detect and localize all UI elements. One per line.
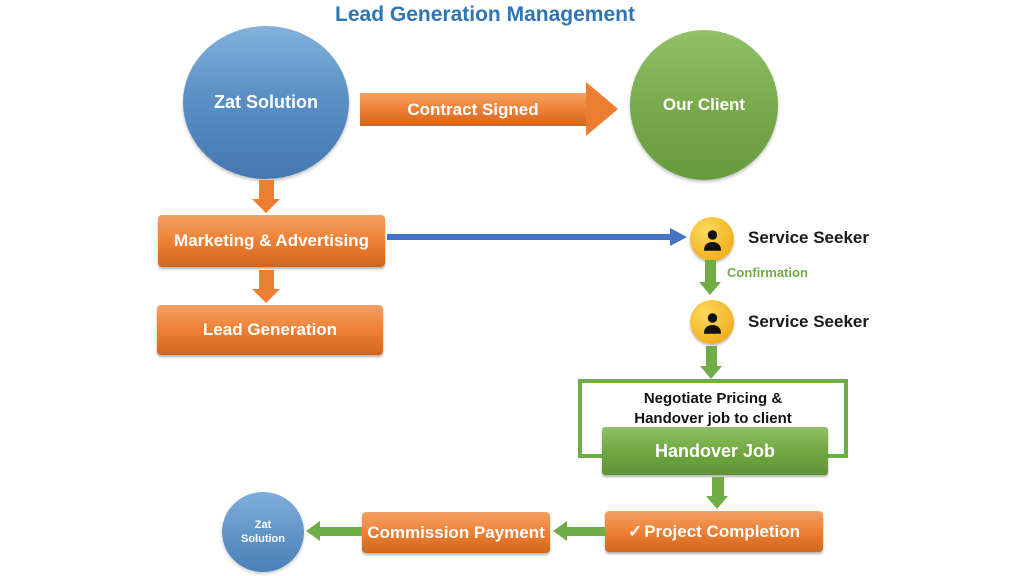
zat-solution-small-label: Zat Solution [241,518,285,547]
contract-signed-arrow: Contract Signed [360,82,618,137]
our-client-label: Our Client [662,95,746,114]
lead-generation-label: Lead Generation [202,320,338,339]
zat-solution-node: Zat Solution [183,26,349,179]
arrow-zat-to-marketing-shaft [259,180,274,200]
page-title: Lead Generation Management [335,3,635,26]
arrow-confirmation-shaft [705,260,716,283]
zat-small-line-1: Zat [254,518,272,531]
arrow-commission-to-zat-head-icon [306,521,320,541]
arrow-marketing-to-leadgen-head-icon [252,289,280,303]
service-seeker-1-label: Service Seeker [748,228,869,247]
service-seeker-2-avatar [690,300,734,344]
our-client-node: Our Client [630,30,778,180]
arrow-handover-to-project-shaft [712,477,724,497]
arrow-handover-to-project-head-icon [706,496,728,509]
commission-payment-label: Commission Payment [367,522,545,542]
project-completion-node: ✓ Project Completion [605,511,823,552]
negotiate-line-1: Negotiate Pricing & [643,390,783,407]
zat-solution-small-node: Zat Solution [222,492,304,572]
negotiate-line-2: Handover job to client [634,409,792,427]
arrow-marketing-to-leadgen-shaft [259,270,274,290]
arrow-zat-to-marketing-head-icon [252,199,280,213]
arrow-seeker-to-negotiate-head-icon [700,366,722,379]
handover-job-node: Handover Job [602,427,828,475]
zat-solution-label: Zat Solution [214,92,318,112]
arrow-marketing-to-seeker-head-icon [670,228,687,246]
zat-small-line-2: Solution [241,533,285,545]
arrow-project-to-commission-shaft [566,527,605,536]
contract-signed-arrow-body: Contract Signed [360,93,586,126]
arrow-marketing-to-seeker-shaft [387,234,671,240]
person-icon [703,312,721,334]
person-icon [703,229,721,251]
commission-payment-node: Commission Payment [362,512,550,553]
service-seeker-1-avatar [690,217,734,261]
project-completion-label: Project Completion [644,521,801,541]
lead-generation-node: Lead Generation [157,305,383,355]
arrow-seeker-to-negotiate-shaft [706,346,717,367]
marketing-advertising-node: Marketing & Advertising [158,215,385,267]
handover-job-label: Handover Job [654,440,776,461]
service-seeker-2-label: Service Seeker [748,312,869,331]
contract-signed-label: Contract Signed [407,99,539,119]
arrow-commission-to-zat-shaft [319,527,362,536]
arrow-confirmation-head-icon [699,282,721,295]
marketing-advertising-label: Marketing & Advertising [174,231,369,250]
arrow-project-to-commission-head-icon [553,521,567,541]
confirmation-label: Confirmation [727,265,808,280]
checkmark-icon: ✓ [627,521,643,541]
contract-signed-arrowhead-icon [586,82,618,136]
